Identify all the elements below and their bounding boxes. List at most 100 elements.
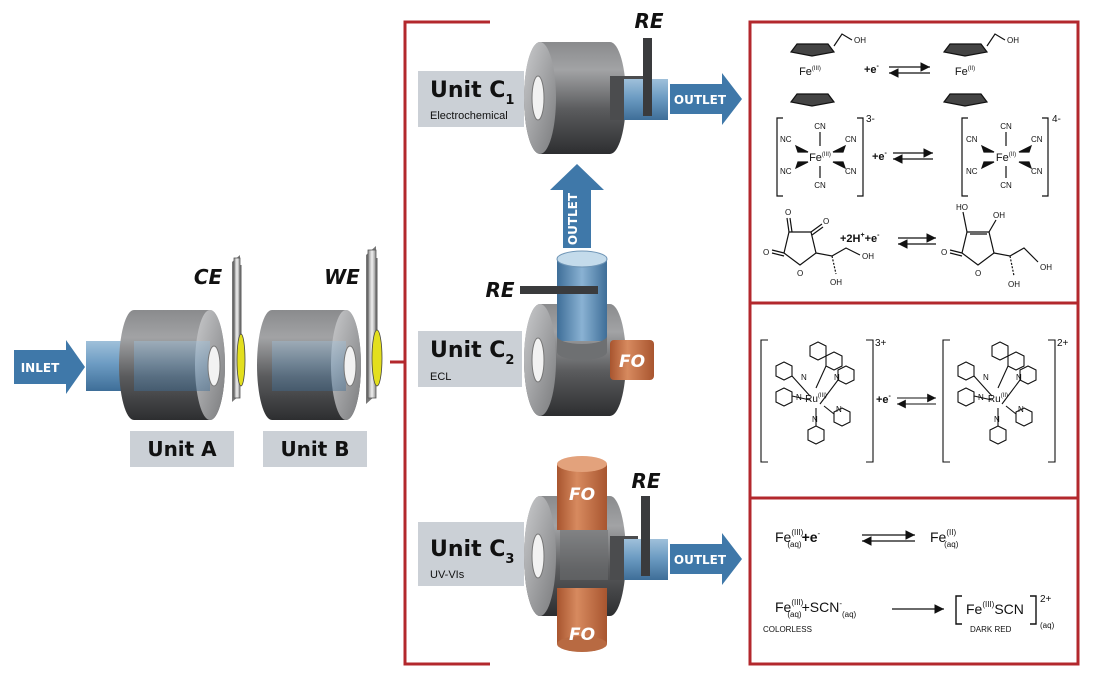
asc-o-carbonyl-right: O bbox=[941, 248, 947, 257]
outlet-arrow-c2: OUTLET bbox=[550, 164, 604, 248]
ru-electron: +e- bbox=[876, 393, 892, 406]
outlet-label-c1: OUTLET bbox=[674, 93, 727, 107]
asc-o-top-right: O bbox=[823, 217, 829, 226]
ru-n-l1: N bbox=[801, 373, 807, 382]
fo-label-c3-bottom: FO bbox=[569, 625, 595, 645]
ru-n-r5: N bbox=[994, 415, 1000, 424]
asc-o-ring-left: O bbox=[797, 269, 803, 278]
iron-dark-red-label: DARK RED bbox=[970, 625, 1012, 634]
unit-c1-desc: Electrochemical bbox=[430, 110, 508, 122]
ce-electrode bbox=[232, 255, 246, 402]
ru-ligands-left bbox=[775, 341, 855, 445]
asc-oh-top-right: OH bbox=[993, 211, 1005, 220]
fcn-cn-lr-r: CN bbox=[1031, 167, 1043, 176]
unit-a-label-box bbox=[130, 431, 234, 467]
outlet-arrow-c1: OUTLET bbox=[670, 73, 742, 125]
ru-right: Ru(II) bbox=[988, 393, 1008, 405]
ferrocene-oh-right: OH bbox=[1007, 36, 1019, 45]
ferrocene-oh-left: OH bbox=[854, 36, 866, 45]
reaction-panel-c3 bbox=[748, 496, 1080, 666]
fcn-electron: +e- bbox=[872, 150, 888, 163]
unit-c1-cell bbox=[524, 38, 668, 154]
asc-oh-side-left: OH bbox=[830, 278, 842, 287]
iron-colorless-label: COLORLESS bbox=[763, 625, 812, 634]
outlet-label-c2: OUTLET bbox=[566, 192, 580, 245]
re-label-c3: RE bbox=[631, 469, 660, 493]
ru-n-r2: N bbox=[1016, 373, 1022, 382]
unit-c-bracket bbox=[390, 20, 490, 666]
ce-label: CE bbox=[194, 265, 223, 289]
fcn-nc-ul-r: CN bbox=[966, 135, 978, 144]
unit-c2-title: Unit C2 bbox=[430, 338, 514, 368]
re-electrode-c1 bbox=[643, 38, 652, 116]
ferrocene-reaction bbox=[789, 33, 1006, 107]
unit-b-label: Unit B bbox=[280, 437, 349, 461]
unit-c3-title: Unit C3 bbox=[430, 537, 514, 567]
unit-c2-desc: ECL bbox=[430, 371, 451, 383]
fcn-charge-right: 4- bbox=[1052, 114, 1061, 125]
fcn-cn-top-l: CN bbox=[814, 122, 826, 131]
iron-eq2-left: Fe(III)(aq)+SCN-(aq) bbox=[775, 598, 857, 619]
ru-left: Ru(III) bbox=[805, 393, 827, 405]
unit-a-label: Unit A bbox=[147, 437, 217, 461]
re-electrode-c2 bbox=[520, 286, 598, 294]
fo-fiber-c3-top bbox=[557, 464, 607, 530]
ru-n-r1: N bbox=[983, 373, 989, 382]
unit-c1-label-box bbox=[418, 71, 524, 127]
we-label: WE bbox=[324, 265, 360, 289]
ferricyanide-reaction bbox=[776, 117, 1049, 197]
iron-eq2-charge: 2+ bbox=[1040, 594, 1052, 605]
asc-oh-chain-right: OH bbox=[1040, 263, 1052, 272]
asc-oh-side-right: OH bbox=[1008, 280, 1020, 289]
ascorbic-reaction bbox=[771, 211, 1039, 277]
fo-fiber-c3-bottom bbox=[557, 588, 607, 644]
unit-c3-cell bbox=[524, 456, 668, 652]
fcn-cn-ur-l: CN bbox=[845, 135, 857, 144]
inlet-arrow: INLET bbox=[14, 340, 85, 394]
unit-a-cell bbox=[86, 310, 225, 420]
fo-fiber-c2 bbox=[610, 340, 654, 380]
asc-o-top-left: O bbox=[785, 208, 791, 217]
fcn-nc-ll-l: NC bbox=[780, 167, 792, 176]
fcn-nc-ll-r: NC bbox=[966, 167, 978, 176]
asc-oh-chain-left: OH bbox=[862, 252, 874, 261]
ru-n-l3: N bbox=[796, 393, 802, 402]
fcn-fe-left: Fe(III) bbox=[809, 152, 831, 164]
fcn-cn-top-r: CN bbox=[1000, 122, 1012, 131]
unit-c3-label-box bbox=[418, 522, 524, 586]
ru-n-r4: N bbox=[1018, 405, 1024, 414]
re-label-c1: RE bbox=[634, 9, 663, 33]
ferrocene-red-fe: Fe(II) bbox=[955, 66, 975, 78]
asc-o-carbonyl-left: O bbox=[763, 248, 769, 257]
fcn-cn-bot-l: CN bbox=[814, 181, 826, 190]
ru-charge-right: 2+ bbox=[1057, 338, 1069, 349]
ru-n-r3: N bbox=[978, 393, 984, 402]
unit-c3-desc: UV-VIs bbox=[430, 569, 465, 581]
iron-eq2-right: Fe(III)SCN bbox=[966, 600, 1024, 617]
ru-n-l5: N bbox=[812, 415, 818, 424]
ferrocene-electron: +e- bbox=[864, 63, 880, 76]
re-label-c2: RE bbox=[485, 278, 514, 302]
asc-electron: +2H++e- bbox=[840, 232, 880, 245]
ru-n-l2: N bbox=[834, 373, 840, 382]
fo-label-c3-top: FO bbox=[569, 485, 595, 505]
inlet-label: INLET bbox=[21, 361, 60, 375]
iron-eq1-right: Fe(II)(aq) bbox=[930, 528, 959, 549]
asc-o-ring-right: O bbox=[975, 269, 981, 278]
ru-n-l4: N bbox=[836, 405, 842, 414]
fcn-fe-right: Fe(II) bbox=[996, 152, 1016, 164]
fcn-cn-bot-r: CN bbox=[1000, 181, 1012, 190]
asc-ho-top-right: HO bbox=[956, 203, 968, 212]
ru-ligands-right bbox=[957, 341, 1037, 445]
outlet-label-c3: OUTLET bbox=[674, 553, 727, 567]
we-electrode bbox=[366, 246, 383, 404]
iron-eq2-right-sub: (aq) bbox=[1040, 621, 1055, 630]
fcn-cn-ur-r: CN bbox=[1031, 135, 1043, 144]
outlet-arrow-c3: OUTLET bbox=[670, 533, 742, 585]
unit-b-label-box bbox=[263, 431, 367, 467]
ruthenium-reaction bbox=[760, 339, 1056, 463]
unit-b-cell bbox=[257, 310, 361, 420]
fcn-cn-lr-l: CN bbox=[845, 167, 857, 176]
unit-c2-label-box bbox=[418, 331, 522, 387]
